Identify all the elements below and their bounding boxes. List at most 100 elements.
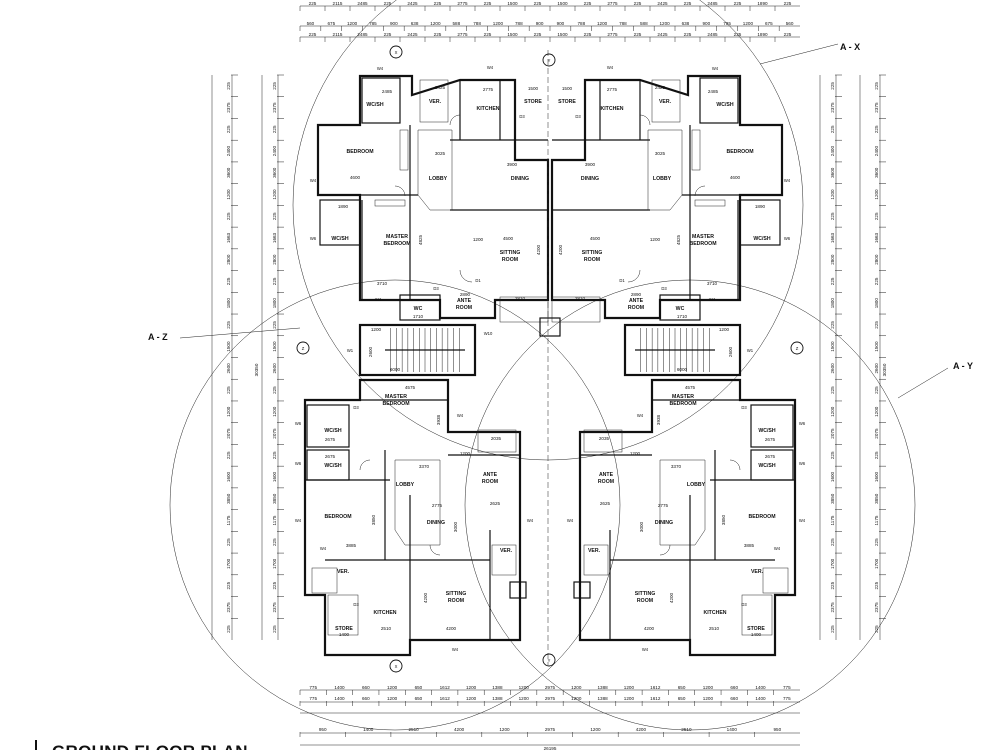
right-dim-b-22: 1700: [874, 558, 879, 569]
svg-text:ROOM: ROOM: [628, 305, 644, 311]
right-dim-b-24: 2375: [874, 602, 879, 613]
svg-text:W4: W4: [642, 647, 649, 652]
left-dim-b-6: 225: [272, 212, 277, 220]
top-dim-a-18: 1890: [757, 1, 768, 6]
left-dim-b-17: 225: [272, 451, 277, 459]
top-dim-c-16: 2485: [707, 32, 718, 37]
top-dim-a-11: 225: [584, 1, 592, 6]
top-dim-c-12: 2775: [607, 32, 618, 37]
top-dim-c-6: 2775: [457, 32, 468, 37]
svg-text:1200: 1200: [650, 237, 661, 242]
bottom-dim-c-7: 1388: [492, 685, 503, 690]
svg-text:1400: 1400: [339, 632, 350, 637]
svg-text:1710: 1710: [413, 314, 424, 319]
top-dim-a-19: 225: [784, 1, 792, 6]
svg-text:W4: W4: [567, 518, 574, 523]
svg-text:2675: 2675: [325, 454, 336, 459]
top-dim-a-4: 2425: [407, 1, 418, 6]
top-dim-c-11: 225: [584, 32, 592, 37]
top-dim-c-3: 225: [384, 32, 392, 37]
svg-text:Z: Z: [796, 346, 799, 351]
svg-text:2485: 2485: [708, 89, 719, 94]
right-dim-a-11: 225: [830, 321, 835, 329]
svg-text:W4: W4: [457, 413, 464, 418]
top-dim-b-16: 588: [640, 21, 648, 26]
svg-text:4200: 4200: [558, 244, 563, 255]
svg-text:1200: 1200: [371, 327, 382, 332]
top-dim-a-13: 225: [634, 1, 642, 6]
svg-text:W6: W6: [295, 421, 302, 426]
left-dim-a-22: 1700: [226, 558, 231, 569]
svg-text:W4: W4: [487, 65, 494, 70]
unit-top-left: WC/SH VER. KITCHEN STORE BEDROOM LOBBY D…: [310, 65, 550, 323]
left-dim-a-1: 2375: [226, 102, 231, 113]
top-dim-a-0: 225: [309, 1, 317, 6]
grid-bubble-z-right: Z: [790, 341, 804, 355]
svg-text:STORE: STORE: [747, 626, 765, 632]
svg-text:2625: 2625: [490, 501, 501, 506]
svg-text:W4: W4: [375, 297, 382, 302]
bottom-dim-c-11: 1388: [597, 685, 608, 690]
plan-title: GROUND FLOOR PLAN: [52, 742, 248, 750]
top-dim-a-14: 2425: [657, 1, 668, 6]
svg-text:4200: 4200: [669, 592, 674, 603]
bottom-dim-b-10: 950: [773, 727, 781, 732]
svg-text:X: X: [395, 50, 398, 55]
bottom-dim-a-17: 1400: [755, 696, 766, 701]
top-dim-b-12: 900: [557, 21, 565, 26]
right-dim-b-0: 225: [874, 82, 879, 90]
leader-ax: [759, 43, 839, 65]
left-dim-a-14: 225: [226, 386, 231, 394]
grid-bubble-x-top: X: [389, 45, 403, 59]
bottom-dim-c-12: 1200: [624, 685, 635, 690]
svg-text:DINING: DINING: [511, 176, 529, 182]
bottom-dim-c-6: 1200: [466, 685, 477, 690]
svg-text:2675: 2675: [325, 437, 336, 442]
right-dim-a-1: 2375: [830, 102, 835, 113]
section-label-ay: A - Y: [953, 361, 973, 371]
bottom-dim-c-8: 1200: [519, 685, 530, 690]
svg-text:2425: 2425: [655, 85, 666, 90]
svg-text:VER.: VER.: [500, 548, 513, 554]
bottom-dim-a-18: 775: [783, 696, 791, 701]
top-dim-c-9: 225: [534, 32, 542, 37]
overall-height-left: 30350: [254, 363, 259, 376]
svg-text:4200: 4200: [446, 626, 457, 631]
right-dim-a-13: 2600: [830, 363, 835, 374]
svg-text:LOBBY: LOBBY: [429, 176, 448, 182]
svg-text:WC/SH: WC/SH: [324, 463, 342, 469]
stairs-left: 6000 1200 2600 W1 W10: [347, 323, 493, 377]
bottom-dim-b-2: 2510: [408, 727, 419, 732]
right-dim-a-9: 225: [830, 277, 835, 285]
svg-text:W4: W4: [637, 413, 644, 418]
svg-text:1200: 1200: [630, 451, 641, 456]
right-dim-a-7: 1663: [830, 232, 835, 243]
svg-text:W4: W4: [784, 178, 791, 183]
right-dim-b-20: 1175: [874, 515, 879, 525]
left-dim-a-21: 225: [226, 538, 231, 546]
top-dim-b-1: 675: [327, 21, 335, 26]
svg-text:6000: 6000: [390, 367, 401, 372]
svg-text:3850: 3850: [721, 514, 726, 525]
svg-text:WC/SH: WC/SH: [758, 428, 776, 434]
right-dim-a-15: 1200: [830, 406, 835, 417]
svg-text:WC: WC: [676, 306, 685, 312]
right-dim-a-8: 2800: [830, 254, 835, 265]
bottom-dim-a-10: 1200: [571, 696, 582, 701]
left-dim-b-3: 2400: [272, 146, 277, 157]
grid-bubble-x-bottom: X: [389, 659, 403, 673]
bottom-dim-c-1: 1400: [334, 685, 345, 690]
svg-text:1890: 1890: [338, 204, 349, 209]
top-dim-b-10: 788: [515, 21, 523, 26]
svg-text:SITTING: SITTING: [500, 250, 520, 256]
bottom-dim-c-13: 1612: [650, 685, 661, 690]
bottom-dim-a-12: 1200: [624, 696, 635, 701]
left-dim-a-18: 1600: [226, 471, 231, 482]
right-dim-a-12: 1500: [830, 341, 835, 352]
svg-text:2775: 2775: [658, 503, 669, 508]
svg-text:W6: W6: [799, 421, 806, 426]
top-dim-b-4: 900: [390, 21, 398, 26]
left-dim-b-25: 225: [272, 625, 277, 633]
bottom-dim-c-9: 2975: [545, 685, 556, 690]
grid-bubble-y-top: Y: [542, 53, 556, 67]
